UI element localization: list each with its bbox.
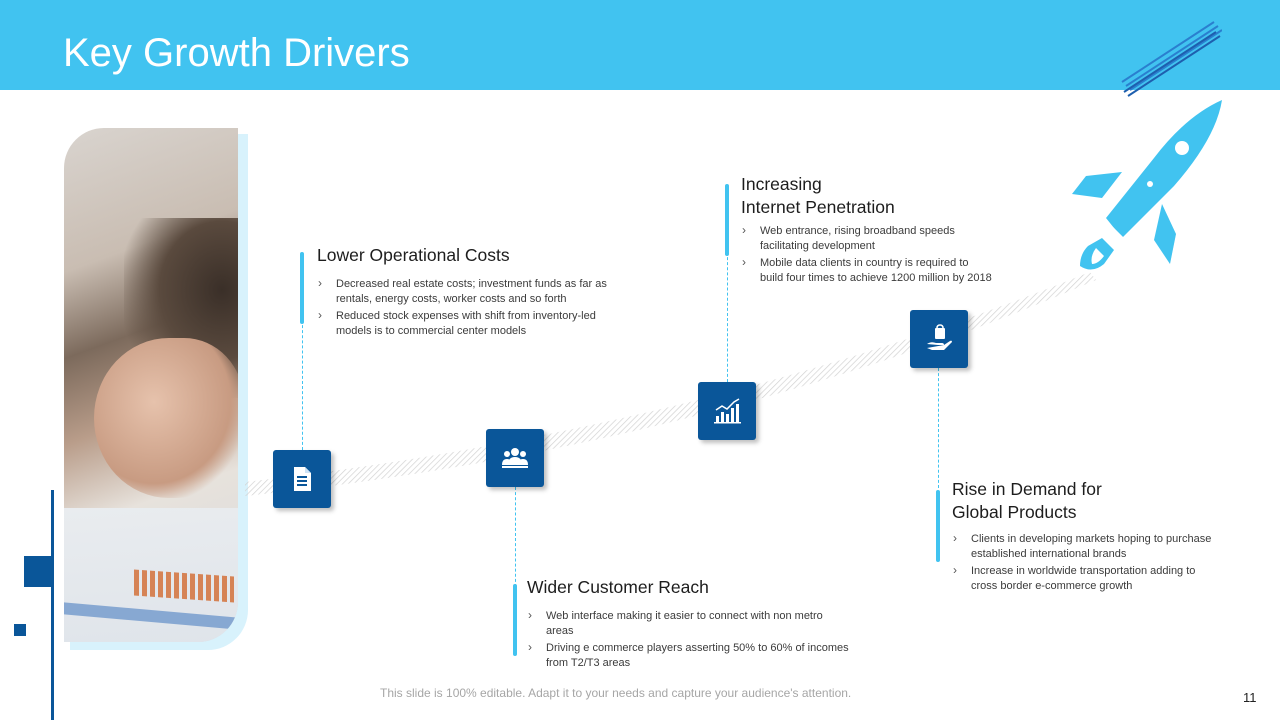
header-bar: Key Growth Drivers bbox=[0, 0, 1280, 97]
list-item: Driving e commerce players asserting 50%… bbox=[527, 640, 852, 670]
connector-line-4 bbox=[938, 368, 939, 488]
accent-bar-4 bbox=[936, 490, 940, 562]
driver-bullets-customer-reach: Web interface making it easier to connec… bbox=[527, 608, 852, 673]
driver-title-internet-penetration: Increasing Internet Penetration bbox=[741, 173, 895, 219]
driver-bullets-operational-costs: Decreased real estate costs; investment … bbox=[317, 276, 629, 341]
node-global-demand[interactable] bbox=[910, 310, 968, 368]
list-item: Clients in developing markets hoping to … bbox=[952, 531, 1224, 561]
footer-note: This slide is 100% editable. Adapt it to… bbox=[380, 686, 852, 700]
driver-title-global-demand: Rise in Demand for Global Products bbox=[952, 478, 1102, 524]
connector-line-2 bbox=[515, 487, 516, 587]
hand-shopping-bag-icon bbox=[927, 324, 952, 350]
list-item: Decreased real estate costs; investment … bbox=[317, 276, 629, 306]
driver-title-operational-costs: Lower Operational Costs bbox=[317, 245, 510, 265]
document-icon bbox=[294, 467, 311, 491]
list-item: Mobile data clients in country is requir… bbox=[741, 255, 993, 285]
driver-title-line: Global Products bbox=[952, 502, 1077, 522]
node-operational-costs[interactable] bbox=[273, 450, 331, 508]
business-photo bbox=[64, 128, 238, 642]
page-number: 11 bbox=[1243, 690, 1257, 705]
driver-title-line: Increasing bbox=[741, 174, 822, 194]
node-internet-penetration[interactable] bbox=[698, 382, 756, 440]
accent-bar-2 bbox=[513, 584, 517, 656]
decorative-stripes bbox=[1121, 21, 1222, 97]
growth-chart-icon bbox=[714, 398, 741, 424]
slide-title: Key Growth Drivers bbox=[63, 31, 410, 75]
driver-title-line: Rise in Demand for bbox=[952, 479, 1102, 499]
driver-bullets-global-demand: Clients in developing markets hoping to … bbox=[952, 531, 1224, 596]
list-item: Web entrance, rising broadband speeds fa… bbox=[741, 223, 993, 253]
list-item: Reduced stock expenses with shift from i… bbox=[317, 308, 629, 338]
driver-title-line: Internet Penetration bbox=[741, 197, 895, 217]
left-accent-square bbox=[24, 556, 52, 587]
accent-bar-1 bbox=[300, 252, 304, 324]
driver-title-customer-reach: Wider Customer Reach bbox=[527, 577, 709, 597]
left-accent-line bbox=[51, 490, 54, 720]
rocket-icon bbox=[1072, 100, 1222, 270]
accent-bar-3 bbox=[725, 184, 729, 256]
node-customer-reach[interactable] bbox=[486, 429, 544, 487]
driver-bullets-internet-penetration: Web entrance, rising broadband speeds fa… bbox=[741, 223, 993, 288]
left-accent-small-square bbox=[14, 624, 26, 636]
list-item: Web interface making it easier to connec… bbox=[527, 608, 852, 638]
team-icon bbox=[502, 448, 528, 468]
list-item: Increase in worldwide transportation add… bbox=[952, 563, 1224, 593]
connector-line-3 bbox=[727, 252, 728, 382]
connector-line-1 bbox=[302, 320, 303, 450]
